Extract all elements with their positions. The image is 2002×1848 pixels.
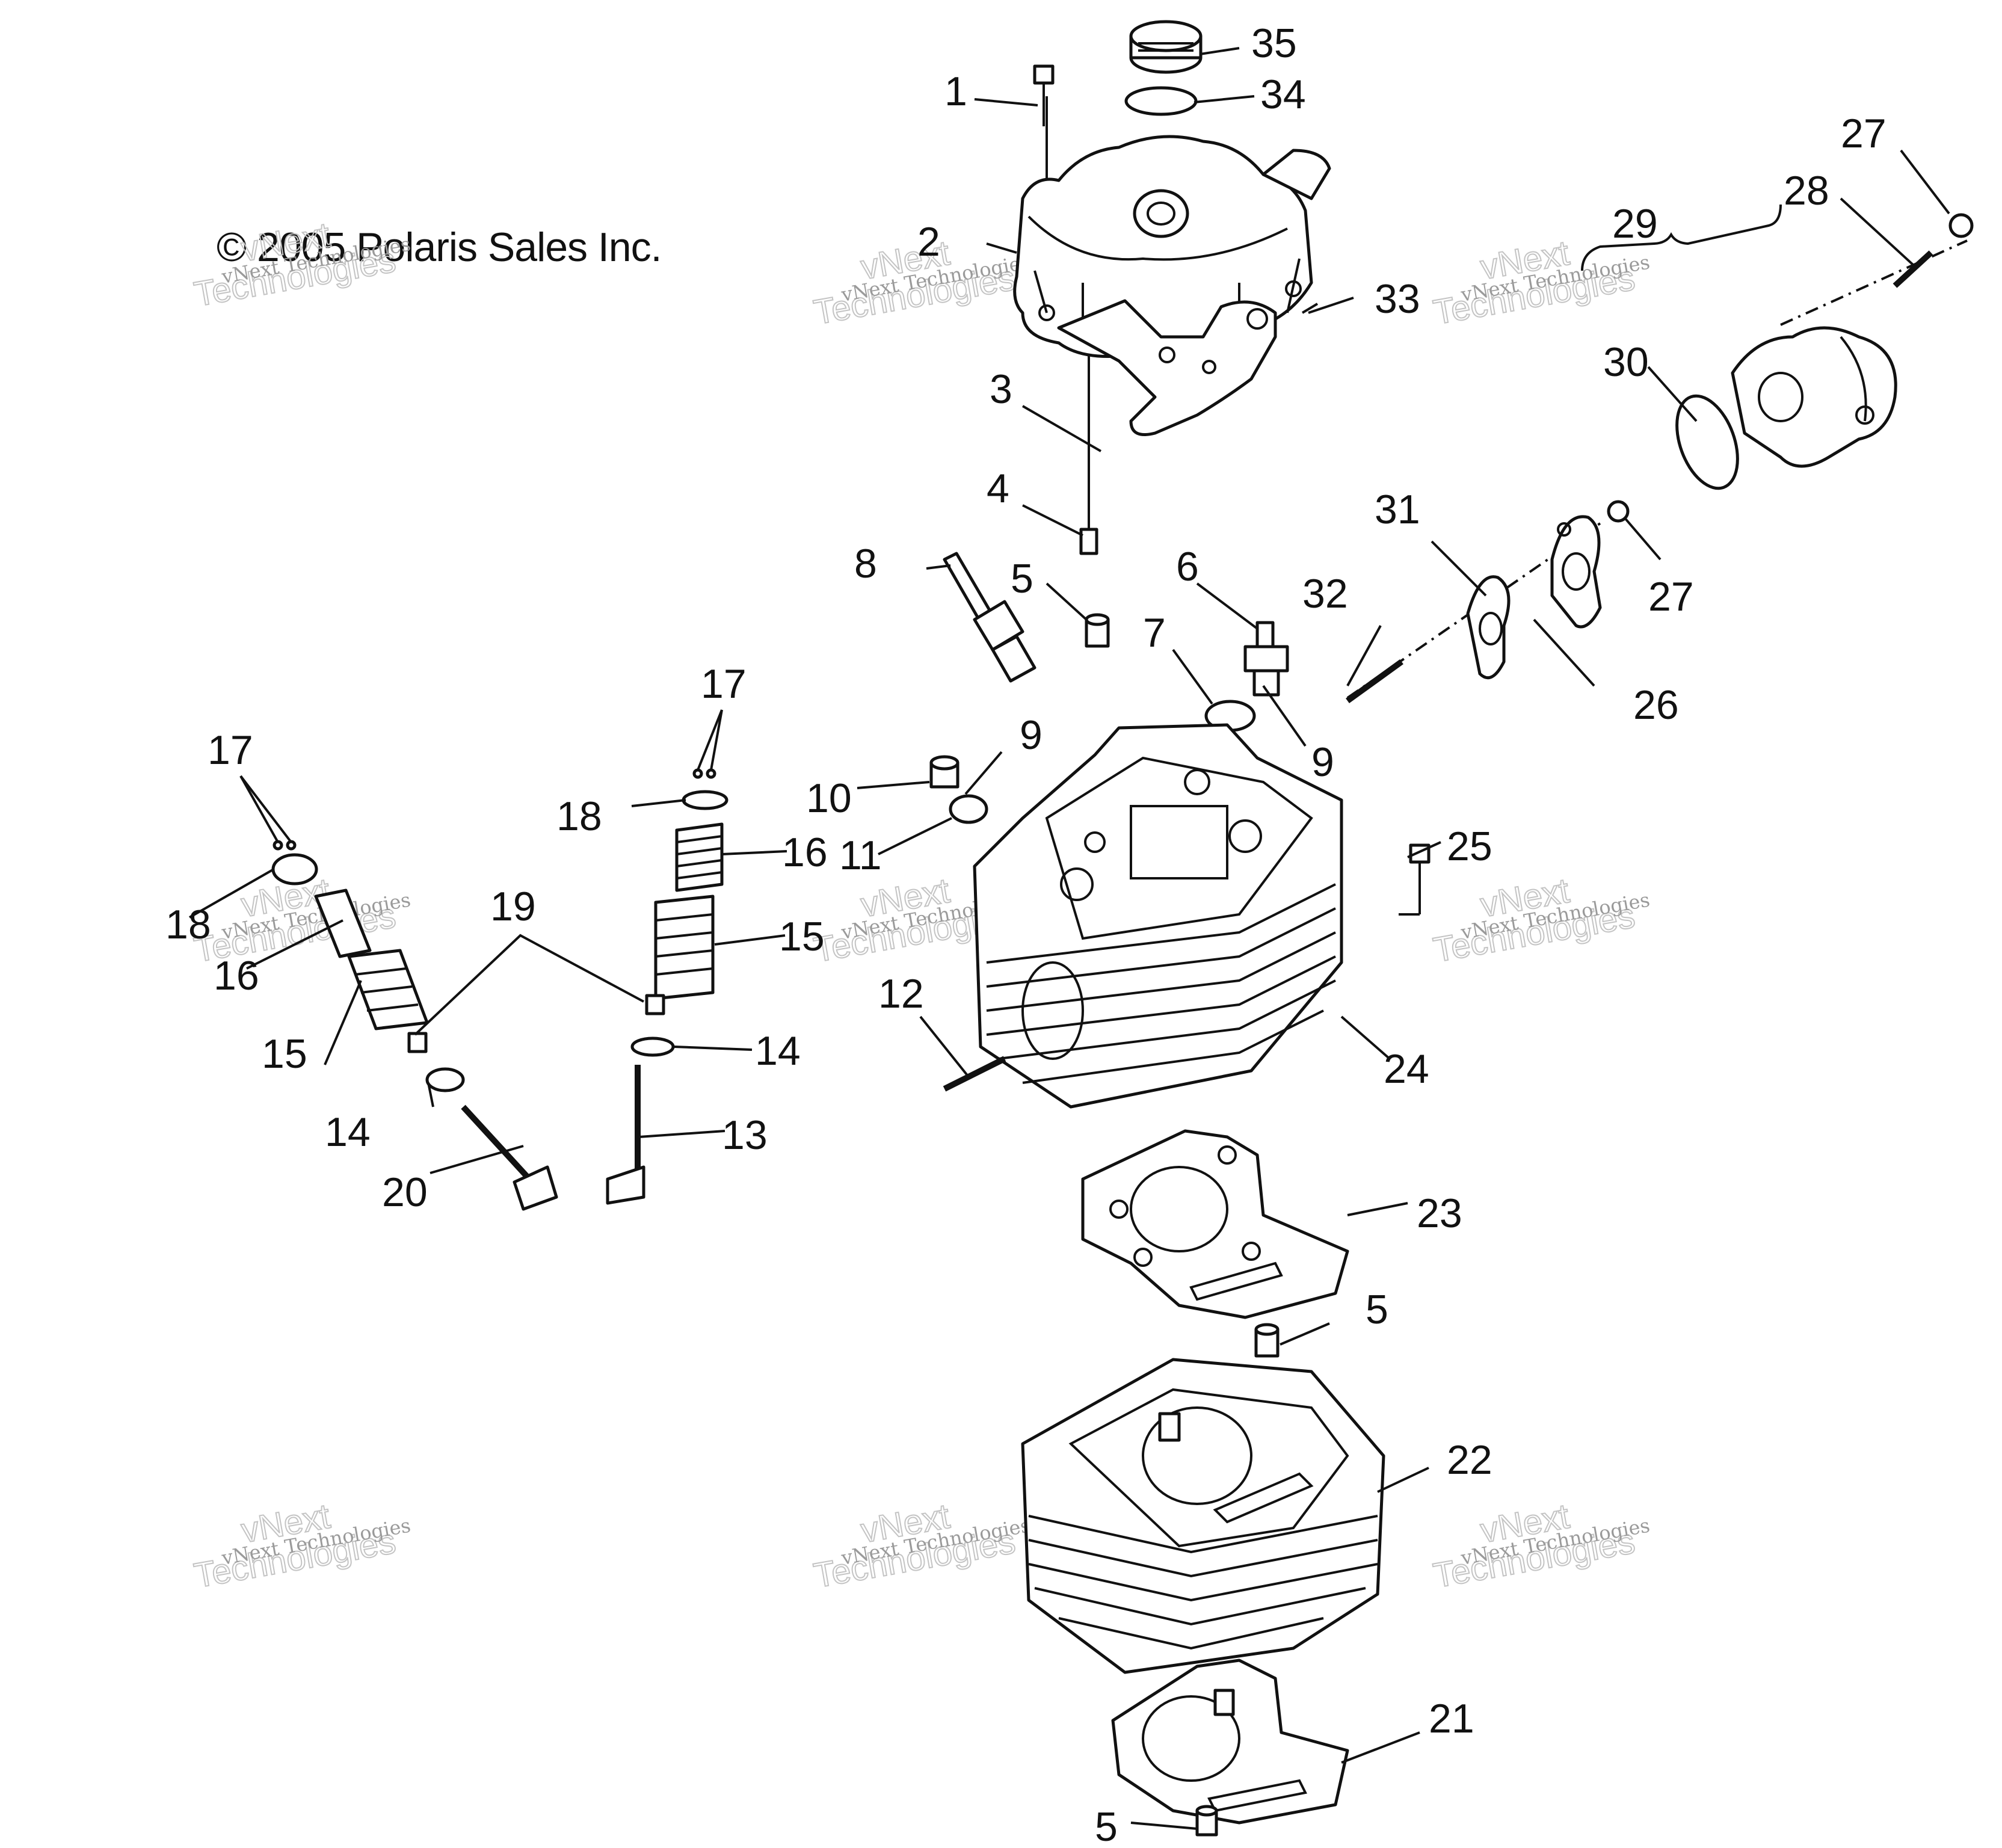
callout-4: 4 [987,466,1009,511]
callout-1: 1 [944,69,967,114]
part-24-cylinder-head [973,723,1343,1109]
part-23-head-gasket [1081,1129,1349,1319]
callout-26: 26 [1633,682,1679,728]
part-5-dowel-bottom [1195,1805,1218,1837]
callout-11: 11 [839,833,882,878]
part-30-o-ring [1675,394,1739,490]
part-32-stud-body [1346,659,1403,704]
watermarks: Technologies vNext vNext Technologies Te… [191,215,1651,1596]
callout-12: 12 [878,971,924,1017]
part-27-nut-lower [1607,500,1630,523]
part-11-o-ring [949,794,988,824]
watermark-bottom-left: Technologies vNext vNext Technologies [191,1496,412,1596]
callout-14-left: 14 [325,1109,371,1155]
callout-35: 35 [1251,20,1297,66]
part-21-base-gasket [1111,1659,1349,1825]
callout-9-left: 9 [1020,712,1043,758]
callout-34: 34 [1260,72,1306,117]
part-5-dowel-top [1085,613,1110,648]
watermark-top-left: Technologies vNext vNext Technologies [191,215,412,315]
callout-10: 10 [806,775,852,821]
part-26-insulator [1550,515,1602,629]
part-28-stud-dash [1780,239,1968,326]
callout-16-right: 16 [782,830,828,875]
callout-15-left: 15 [262,1031,307,1077]
callout-17-right: 17 [701,661,747,707]
watermark-bottom-right: Technologies vNext vNext Technologies [1430,1496,1651,1596]
part-10-plug [929,755,959,789]
callout-8: 8 [854,541,877,587]
part-5-dowel-middle [1254,1323,1280,1358]
callout-21: 21 [1429,1696,1474,1742]
callout-17-left: 17 [208,727,253,773]
part-29-intake-boot [1731,326,1897,468]
callout-16-left: 16 [214,953,259,999]
part-3-breather-plate [1057,299,1277,436]
callout-27-upper: 27 [1841,111,1886,156]
part-35-filler-cap [1129,20,1203,74]
callout-18-right: 18 [556,793,602,839]
callout-15-right: 15 [779,914,825,959]
callout-22: 22 [1447,1437,1492,1483]
callout-23: 23 [1417,1190,1462,1236]
callout-2: 2 [917,219,940,265]
callout-5-top: 5 [1011,556,1033,602]
callout-7: 7 [1143,610,1166,656]
part-27-nut-upper [1948,213,1974,238]
part-2-valve-cover [1013,135,1331,358]
callout-19: 19 [490,884,536,929]
valve-train-left [271,840,558,1211]
part-22-cylinder [1021,1358,1385,1674]
callout-5-bottom: 5 [1095,1804,1118,1848]
part-4-screw [1079,355,1098,555]
part-28-stud [1893,250,1933,288]
callout-25: 25 [1447,824,1492,869]
callout-3: 3 [990,366,1012,412]
part-12-pin [943,1056,1006,1092]
copyright-notice: © 2005 Polaris Sales Inc. [217,224,662,270]
part-6-fitting [1243,621,1289,697]
callout-33: 33 [1375,276,1420,322]
callout-18-left: 18 [165,902,211,947]
callout-30: 30 [1603,339,1649,385]
part-34-o-ring [1124,86,1198,116]
callout-13: 13 [722,1112,768,1158]
callout-9-right: 9 [1311,739,1334,785]
callout-29: 29 [1612,201,1658,247]
callout-20: 20 [382,1169,428,1215]
callout-32: 32 [1302,571,1348,617]
watermark-mid-right: Technologies vNext vNext Technologies [1430,870,1651,970]
watermark-bottom-center: Technologies vNext vNext Technologies [810,1496,1032,1596]
leader-lines [189,47,1950,1830]
valve-train-right [606,768,728,1205]
callout-31: 31 [1375,487,1420,532]
callout-27-lower: 27 [1648,574,1694,620]
part-8-spark-plug [943,552,1036,683]
callout-5-middle: 5 [1366,1287,1388,1332]
part-31-gasket [1466,575,1511,680]
callout-24: 24 [1384,1046,1429,1092]
callout-28: 28 [1784,168,1829,214]
part-1-bolt [1033,64,1055,126]
callout-6: 6 [1176,544,1199,590]
callout-labels: 1 2 3 4 5 6 7 8 9 9 10 11 12 13 14 14 15… [165,20,1886,1848]
callout-14-right: 14 [755,1028,801,1074]
